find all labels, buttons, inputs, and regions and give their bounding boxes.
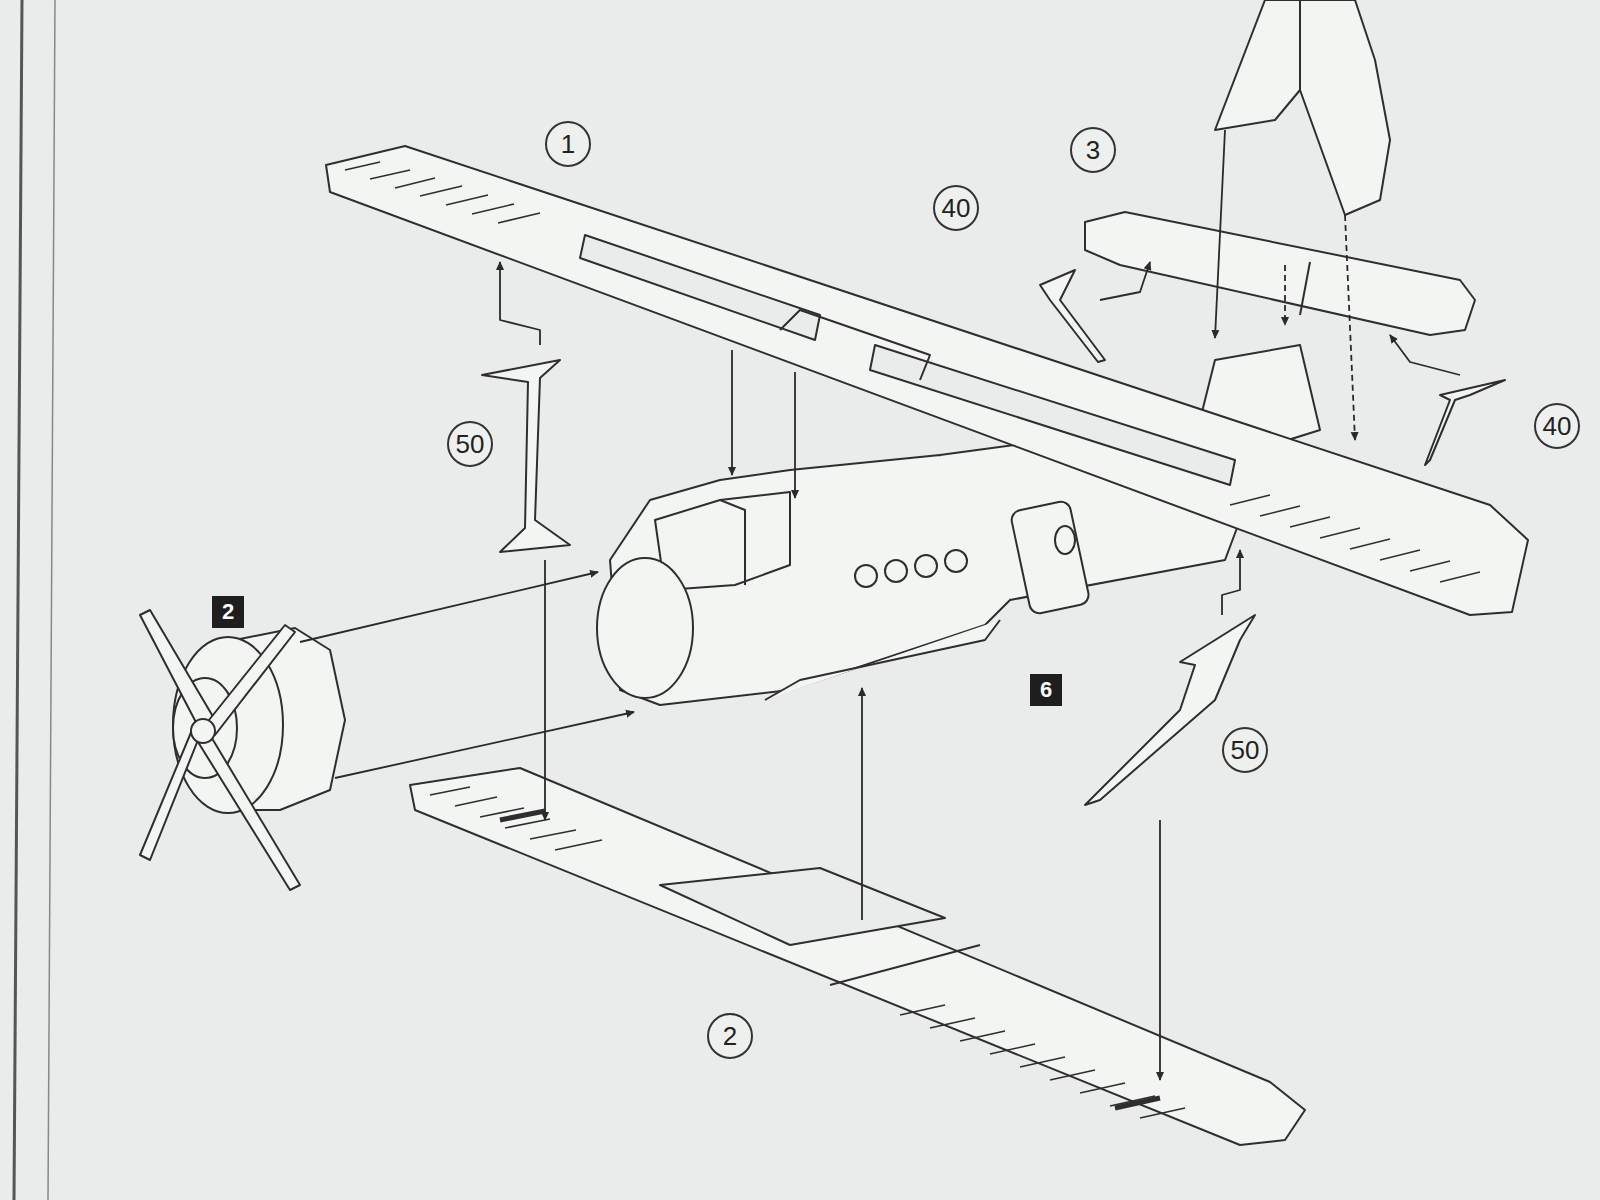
callout-number: 40 xyxy=(1534,403,1580,449)
callout-number: 3 xyxy=(1070,127,1116,173)
callout-number: 1 xyxy=(545,121,591,167)
callout-number: 2 xyxy=(707,1013,753,1059)
callout-number: 40 xyxy=(933,185,979,231)
callout-number: 50 xyxy=(447,421,493,467)
callout-number: 50 xyxy=(1222,727,1268,773)
step-number: 2 xyxy=(212,596,244,628)
step-number: 6 xyxy=(1030,674,1062,706)
